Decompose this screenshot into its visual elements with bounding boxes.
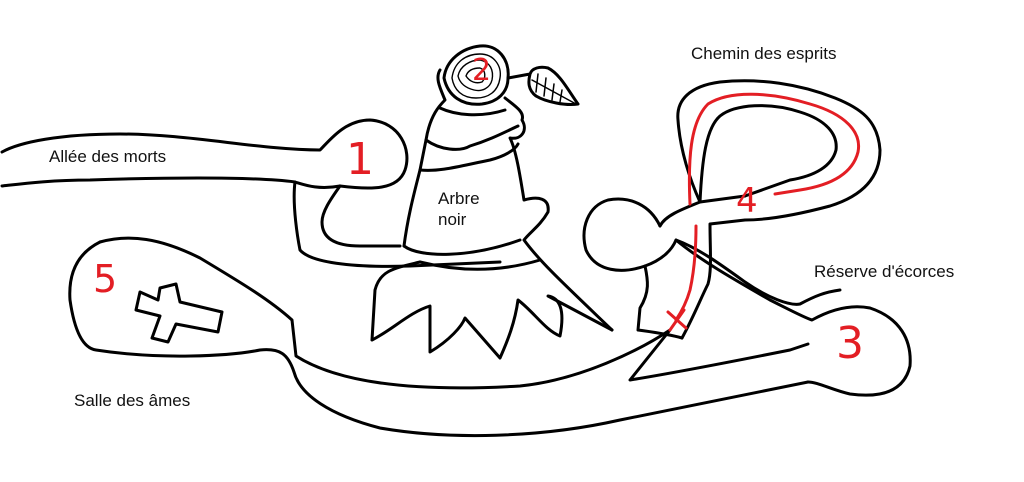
corridor-allee-des-morts (0, 118, 502, 268)
label-chemin-des-esprits: Chemin des esprits (691, 44, 837, 63)
room-number-4: 4 (736, 181, 758, 221)
tree-arbre-noir (370, 68, 614, 360)
room-number-1: 1 (346, 134, 374, 185)
room-reserve-d-ecorces (582, 194, 912, 397)
label-reserve-d-ecorces: Réserve d'écorces (814, 262, 955, 281)
label-salle-des-ames: Salle des âmes (74, 391, 191, 410)
room-number-2: 2 (472, 53, 492, 88)
room-number-3: 3 (836, 318, 864, 369)
room-salle-des-ames (68, 236, 810, 438)
label-allee-des-morts: Allée des morts (49, 147, 167, 166)
path-chemin-des-esprits (676, 79, 882, 340)
label-arbre-noir: Arbre noir (438, 189, 480, 230)
x-mark-icon (666, 308, 688, 332)
room-number-5: 5 (93, 257, 118, 301)
leaf-icon (506, 65, 580, 106)
cross-icon (134, 282, 224, 344)
